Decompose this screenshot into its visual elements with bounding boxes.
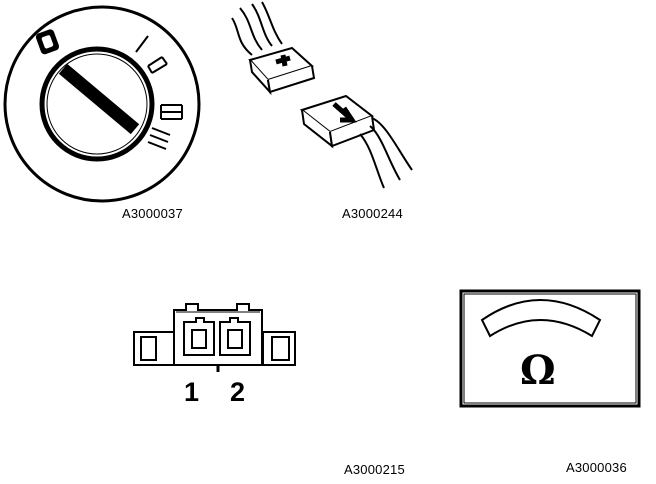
pin-label-2: 2 (230, 377, 245, 407)
figure-caption-a3000215: A3000215 (344, 462, 405, 477)
figure-caption-a3000037: A3000037 (122, 206, 183, 221)
switch-knob-inner (46, 53, 148, 155)
ohmmeter-figure: Ω (459, 289, 641, 408)
two-pin-connector-figure: 1 2 (133, 303, 296, 407)
position-mark-ii (147, 56, 168, 74)
position-mark-start (147, 127, 171, 150)
position-mark-i (135, 35, 149, 53)
connector-pin-1 (183, 317, 215, 356)
connector-female-half (299, 94, 376, 149)
figure-caption-a3000244: A3000244 (342, 206, 403, 221)
ohm-symbol: Ω (520, 347, 556, 394)
switch-key-slot (58, 63, 140, 135)
connector-disconnect-figure (231, 1, 413, 189)
connector-pin-2 (219, 317, 251, 356)
connector-male-half (248, 46, 316, 96)
pin-label-1: 1 (184, 377, 199, 407)
ignition-switch-figure (3, 5, 201, 203)
figure-caption-a3000036: A3000036 (566, 460, 627, 475)
meter-scale-arc (480, 299, 602, 338)
position-mark-iii (160, 104, 183, 120)
